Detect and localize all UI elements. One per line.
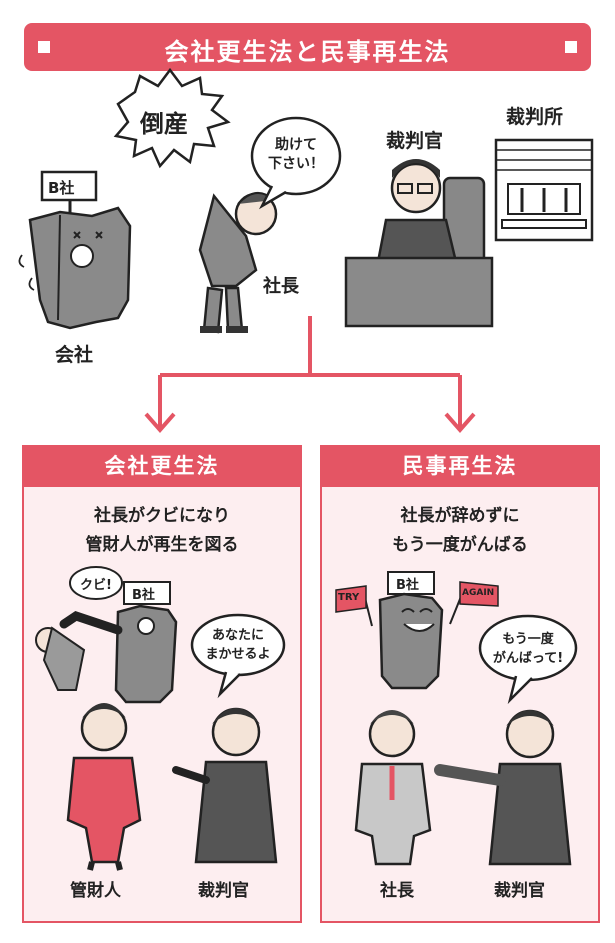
president-label-right: 社長 [380,881,414,901]
panel-desc-left: 社長がクビになり 管財人が再生を図る [24,502,300,560]
judge-speech-right: もう一度 がんばって! [492,632,564,666]
judge-figure-left [172,707,278,864]
company-label: 会社 [55,344,94,366]
desc-line-2: 管財人が再生を図る [85,535,239,555]
fired-president [35,626,86,691]
title-banner: 会社更生法と民事再生法 [24,23,591,71]
company-building-top [18,170,132,330]
judge-label-top: 裁判官 [386,130,444,152]
flag-try-label: TRY [338,592,360,603]
company-sign-left: B社 [132,588,155,603]
branch-arrows [144,316,476,434]
bankruptcy-burst [113,67,231,169]
desc-line-1: 社長がクビになり [94,506,230,526]
courthouse-building [494,138,594,242]
banner-square-right [565,41,577,53]
judge-label-right: 裁判官 [494,881,545,901]
panel-title-left: 会社更生法 [22,445,302,487]
judge-speech-left: あなたに まかせるよ [205,628,271,662]
president-speech: 助けて 下さい！ [268,137,324,172]
president-figure-right [354,710,432,866]
company-building-left [59,581,178,704]
flag-again [459,581,499,607]
fired-bubble: クビ! [80,578,112,593]
trustee-figure [66,703,142,871]
panel-desc-right: 社長が辞めずに もう一度がんばる [322,502,598,560]
court-label: 裁判所 [506,106,564,128]
page-title: 会社更生法と民事再生法 [164,38,451,66]
trustee-label: 管財人 [70,881,121,901]
judge-top [344,159,494,328]
company-sign-right: B社 [396,578,419,593]
banner-square-left [38,41,50,53]
flag-again-label: AGAIN [462,588,495,598]
company-sign-top: B社 [48,179,75,197]
judge-figure-right [434,709,572,866]
president-label-top: 社長 [263,276,299,297]
judge-label-left: 裁判官 [198,881,249,901]
desc-line-2: もう一度がんばる [392,535,528,555]
company-building-right [363,571,463,690]
desc-line-1: 社長が辞めずに [400,506,520,526]
bankruptcy-label: 倒産 [140,110,188,138]
panel-title-right: 民事再生法 [320,445,600,487]
president-bowing [198,192,278,334]
flag-try [335,585,367,613]
